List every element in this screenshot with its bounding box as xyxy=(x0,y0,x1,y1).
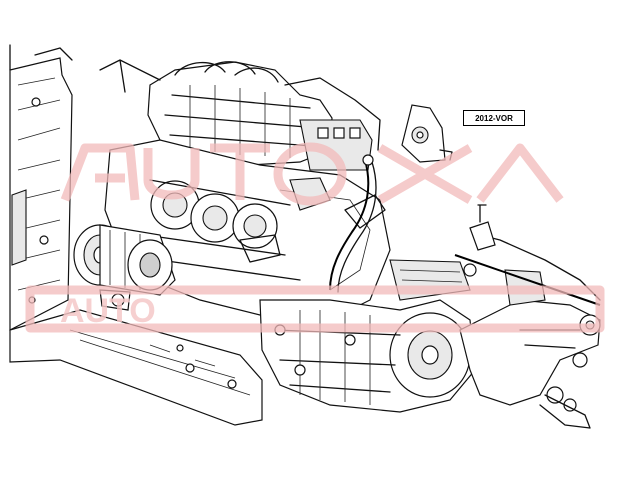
intake-manifold xyxy=(99,59,381,171)
engine-mount-bracket xyxy=(401,104,453,163)
engine-block xyxy=(104,139,391,321)
watermark-text: AUTO xyxy=(60,292,156,330)
exhaust-tube xyxy=(329,154,377,293)
vehicle-frame-rail xyxy=(9,44,263,426)
alternator xyxy=(99,239,173,311)
view-label-text: 2012-VOR xyxy=(475,113,513,123)
watermark: AUTO xyxy=(25,142,605,333)
steering-rack xyxy=(454,204,601,306)
view-label-box: 2012-VOR xyxy=(463,110,525,126)
